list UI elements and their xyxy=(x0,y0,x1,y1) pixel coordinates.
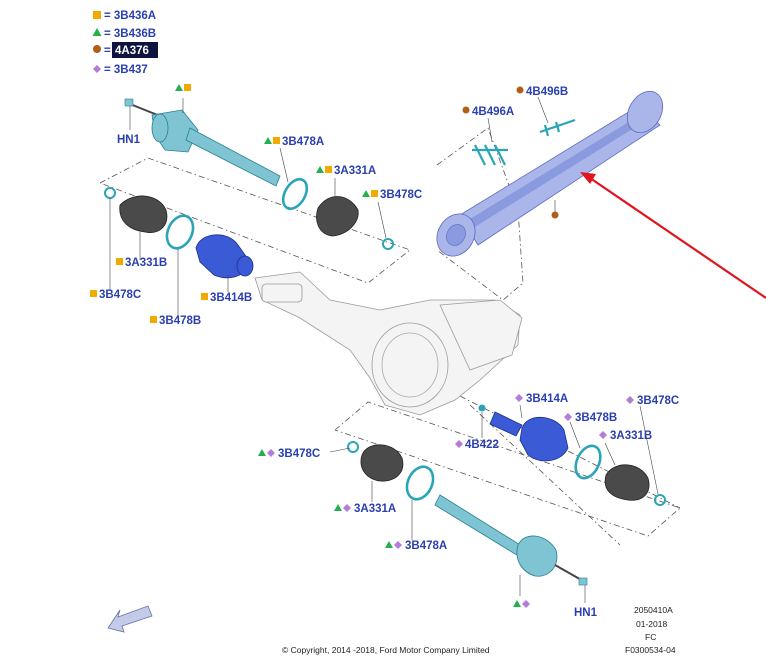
upper-halfshaft xyxy=(124,98,281,187)
label-3a331b-right: 3A331B xyxy=(610,430,652,442)
footer-code-2: 01-2018 xyxy=(636,619,667,629)
ring-3b478b-right xyxy=(574,444,602,480)
legend-diamond-icon xyxy=(93,65,101,73)
label-3b478c-left: 3B478C xyxy=(99,289,141,301)
legend-triangle-icon xyxy=(92,28,102,36)
clamp-3b478c-lower xyxy=(347,441,359,453)
clamp-3b478c-right xyxy=(654,494,666,506)
upper-left-group-outline xyxy=(99,157,411,284)
footer-code-1: 2050410A xyxy=(634,605,673,615)
boot-3a331b-right xyxy=(604,464,650,501)
clamp-3b478c-upper xyxy=(382,238,394,250)
ring-3b478b-left xyxy=(165,214,195,250)
legend-label-4: = 3B437 xyxy=(104,64,148,76)
axle-housing xyxy=(254,271,523,416)
label-3b478c-bottom: 3B478C xyxy=(278,448,320,460)
legend-label-3: = xyxy=(104,45,111,57)
label-3b414b: 3B414B xyxy=(210,292,252,304)
label-4b496a: 4B496A xyxy=(472,106,514,118)
ring-3b478a-lower xyxy=(405,465,435,501)
label-3b478c-top: 3B478C xyxy=(380,189,422,201)
clip-4b496a xyxy=(472,144,508,166)
lower-halfshaft xyxy=(434,494,588,586)
label-3b478b-left: 3B478B xyxy=(159,315,201,327)
footer-code-4: F0300534-04 xyxy=(625,645,676,655)
label-hn1-bottom: HN1 xyxy=(574,607,598,619)
boot-3a331a-upper xyxy=(316,196,359,237)
legend-label-1: = 3B436A xyxy=(104,10,156,22)
legend-badge-bg xyxy=(112,42,158,58)
boot-3a331a-lower xyxy=(360,444,404,482)
joint-3b414b xyxy=(195,234,254,279)
label-3b414a: 3B414A xyxy=(526,393,568,405)
label-4b496b: 4B496B xyxy=(526,86,568,98)
callout-symbols xyxy=(90,84,634,608)
boot-3a331b-left xyxy=(119,195,168,233)
red-pointer-arrow xyxy=(580,172,766,299)
label-3a331a-bottom: 3A331A xyxy=(354,503,396,515)
clip-4b496b xyxy=(539,118,576,137)
clamp-3b478c-left xyxy=(104,187,116,199)
joint-3b414a xyxy=(489,411,569,462)
copyright-text: © Copyright, 2014 -2018, Ford Motor Comp… xyxy=(282,645,490,655)
driveshaft-4a376 xyxy=(436,90,664,257)
label-3a331a-top: 3A331A xyxy=(334,165,376,177)
seal-4b422 xyxy=(478,404,486,412)
legend: = 3B436A = 3B436B = 4A376 = 3B437 xyxy=(92,10,158,76)
lower-right-group-outline xyxy=(334,401,681,537)
label-3b478b-right: 3B478B xyxy=(575,412,617,424)
front-direction-arrow-icon xyxy=(107,605,153,633)
footer-code-3: FC xyxy=(645,632,656,642)
ring-3b478a-upper xyxy=(281,177,309,211)
label-hn1-top: HN1 xyxy=(117,134,141,146)
label-4b422: 4B422 xyxy=(465,439,499,451)
marker-circle-driveshaft xyxy=(551,211,559,219)
label-3a331b-left: 3A331B xyxy=(125,257,167,269)
legend-badge-text: 4A376 xyxy=(115,45,149,57)
label-3b478c-right: 3B478C xyxy=(637,395,679,407)
legend-label-2: = 3B436B xyxy=(104,28,156,40)
legend-circle-icon xyxy=(93,45,101,53)
label-3b478a-top: 3B478A xyxy=(282,136,324,148)
label-3b478a-bottom: 3B478A xyxy=(405,540,447,552)
leader-lines xyxy=(109,96,659,603)
legend-square-icon xyxy=(93,11,101,19)
